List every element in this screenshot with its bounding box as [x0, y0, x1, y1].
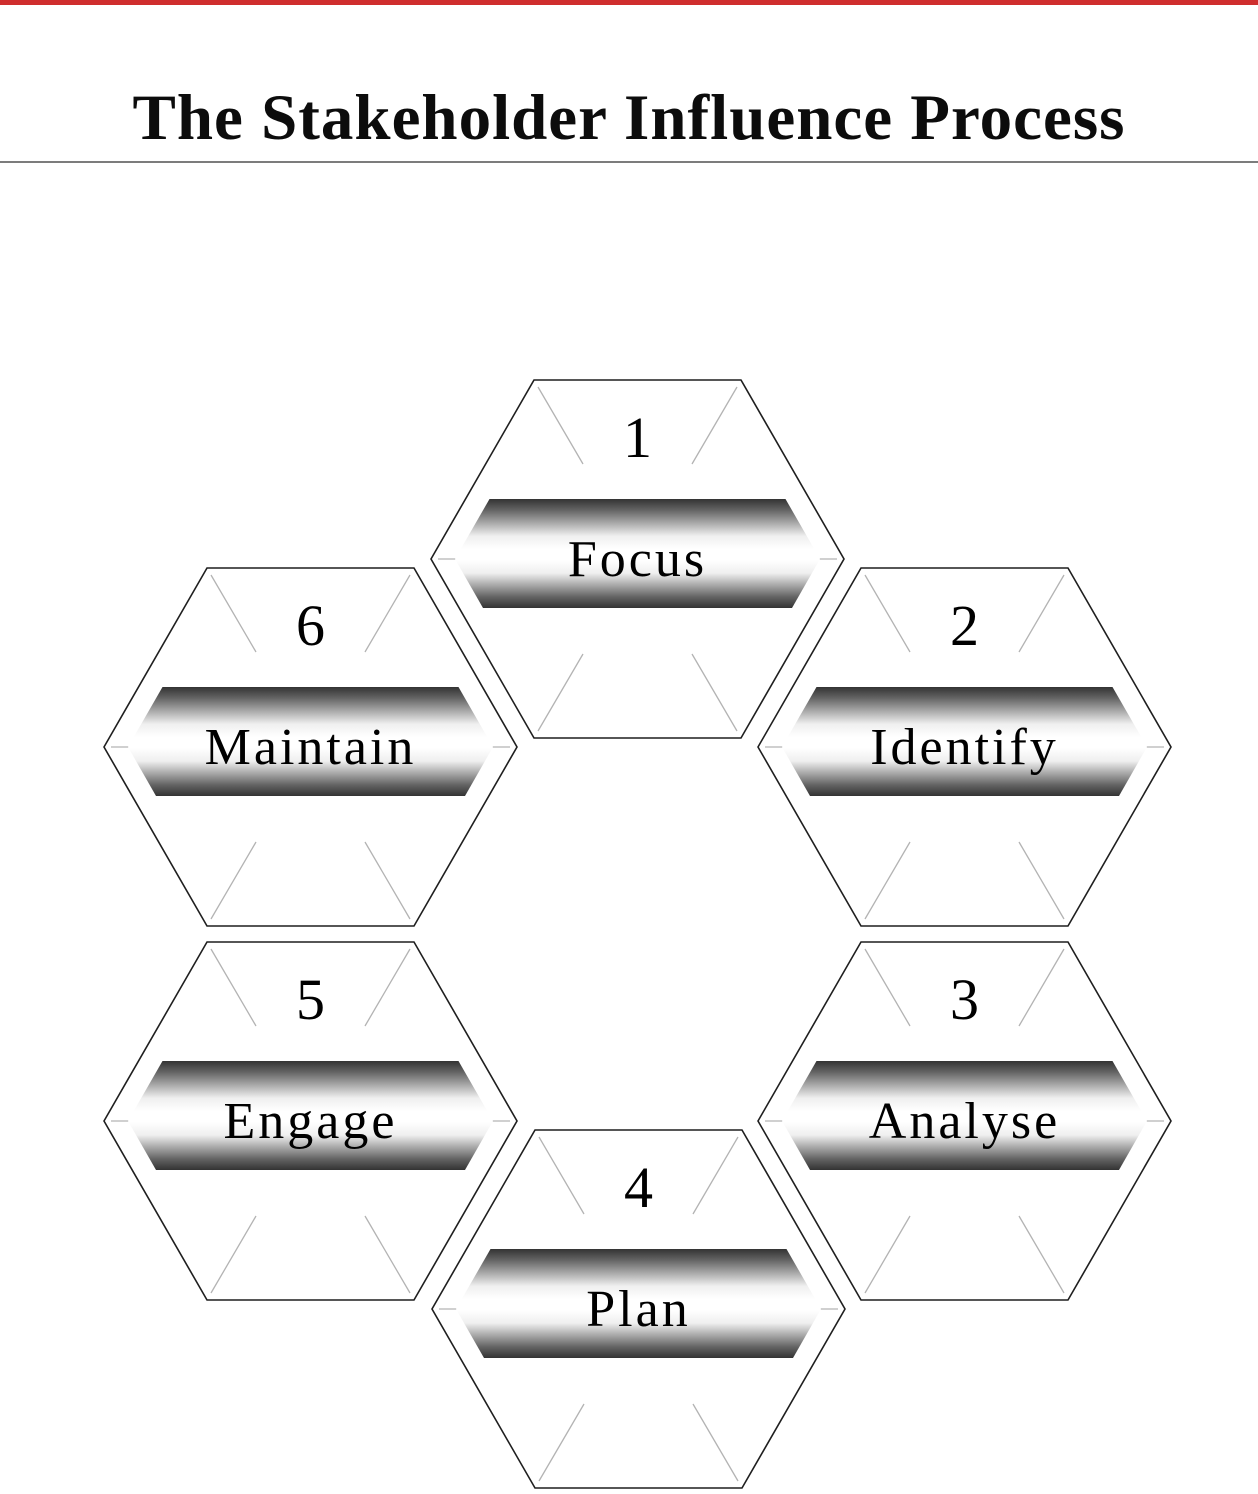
hexagon-step-3: 3 Analyse — [757, 941, 1172, 1302]
label-band — [456, 1249, 821, 1358]
step-label: Maintain — [205, 719, 417, 776]
top-accent-bar — [0, 0, 1258, 5]
hexagon-step-1: 1 Focus — [430, 379, 845, 740]
page-title: The Stakeholder Influence Process — [132, 81, 1126, 154]
hexagon-step-4: 4 Plan — [431, 1129, 846, 1490]
title-divider-line — [0, 161, 1258, 163]
step-label: Plan — [586, 1281, 690, 1338]
step-label: Identify — [870, 719, 1059, 776]
step-label: Analyse — [869, 1093, 1060, 1150]
label-band — [128, 687, 493, 796]
hexagon-step-2: 2 Identify — [757, 567, 1172, 928]
step-label: Engage — [224, 1093, 398, 1150]
hexagon-step-5: 5 Engage — [103, 941, 518, 1302]
bevel-facet-lines — [765, 574, 1164, 920]
step-number: 2 — [950, 593, 979, 658]
label-band — [455, 499, 820, 608]
step-number: 6 — [296, 593, 325, 658]
step-label: Focus — [568, 531, 707, 588]
label-band — [782, 687, 1147, 796]
hexagon-step-6: 6 Maintain — [103, 567, 518, 928]
step-number: 1 — [623, 405, 652, 470]
step-number: 4 — [624, 1155, 653, 1220]
step-number: 5 — [296, 967, 325, 1032]
label-band — [782, 1061, 1147, 1170]
label-band — [128, 1061, 493, 1170]
step-number: 3 — [950, 967, 979, 1032]
